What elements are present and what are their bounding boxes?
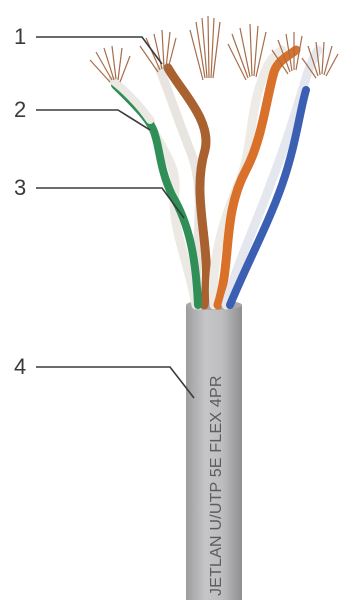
strand-tuft-3	[190, 16, 220, 80]
callout-number-1: 1	[14, 26, 26, 48]
callout-number-4: 4	[14, 356, 26, 378]
copper-strands	[90, 16, 338, 82]
strand-tuft-1	[90, 46, 130, 82]
twisted-pairs	[112, 50, 318, 305]
callout-line-2	[36, 110, 150, 130]
callout-number-3: 3	[14, 177, 26, 199]
callout-line-3	[36, 188, 184, 218]
callout-number-2: 2	[14, 99, 26, 121]
cable-print-text: JETLAN U/UTP 5E FLEX 4PR	[208, 375, 225, 596]
callout-line-4	[36, 367, 194, 398]
